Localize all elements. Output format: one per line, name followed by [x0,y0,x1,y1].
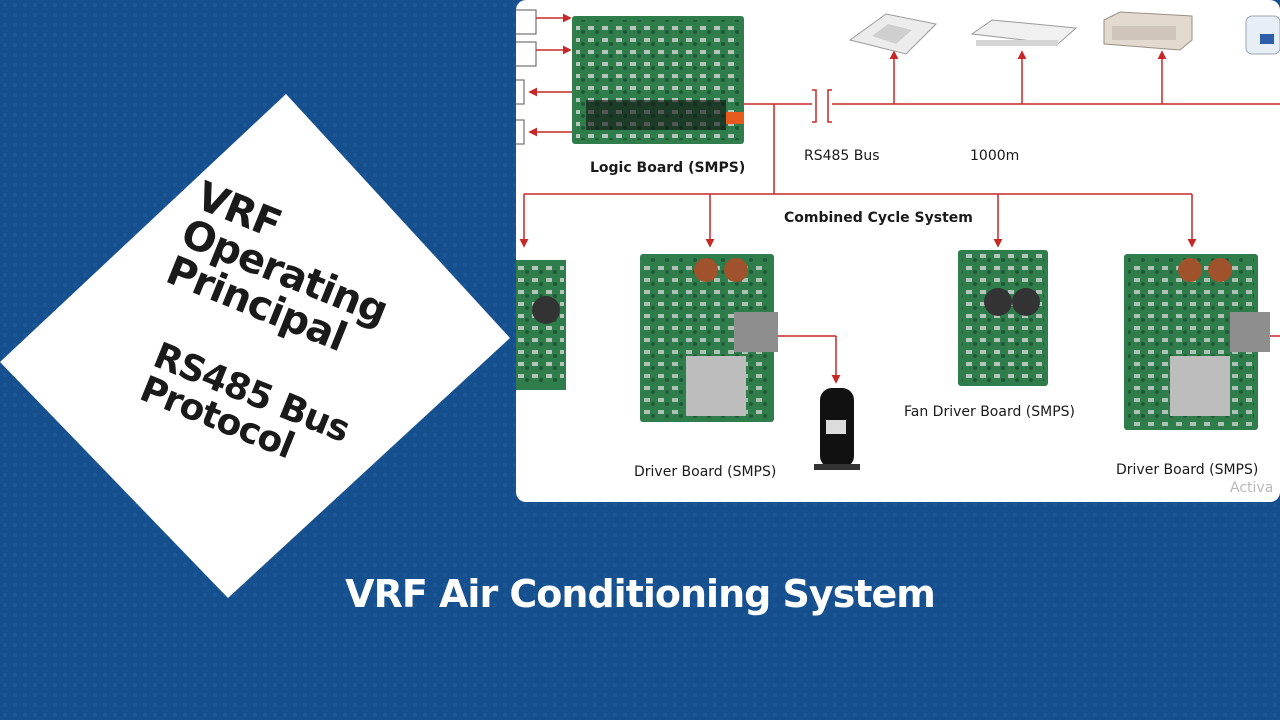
fan-driver-board-label: Fan Driver Board (SMPS) [904,404,1075,420]
compressor-icon [814,388,860,470]
logic-board-label: Logic Board (SMPS) [590,160,745,176]
combined-cycle-label: Combined Cycle System [784,210,973,226]
banner-title: VRF Air Conditioning System [0,572,1280,616]
logic-board-image [572,16,744,144]
driver-board-left-label: Driver Board (SMPS) [634,464,776,480]
driver-board-right-image [1124,254,1270,430]
wall-unit-icon [1246,16,1280,54]
duct-unit-icon [1104,12,1192,50]
bus-length-label: 1000m [970,148,1019,164]
rs485-bus-label: RS485 Bus [804,148,880,164]
fan-driver-board-image [958,250,1048,386]
watermark-text: Activa [1230,480,1273,496]
driver-board-left-image [640,254,778,422]
partial-driver-board-image [516,260,566,390]
driver-board-right-label: Driver Board (SMPS) [1116,462,1258,478]
diagram-panel: Logic Board (SMPS) RS485 Bus 1000m Combi… [516,0,1280,502]
